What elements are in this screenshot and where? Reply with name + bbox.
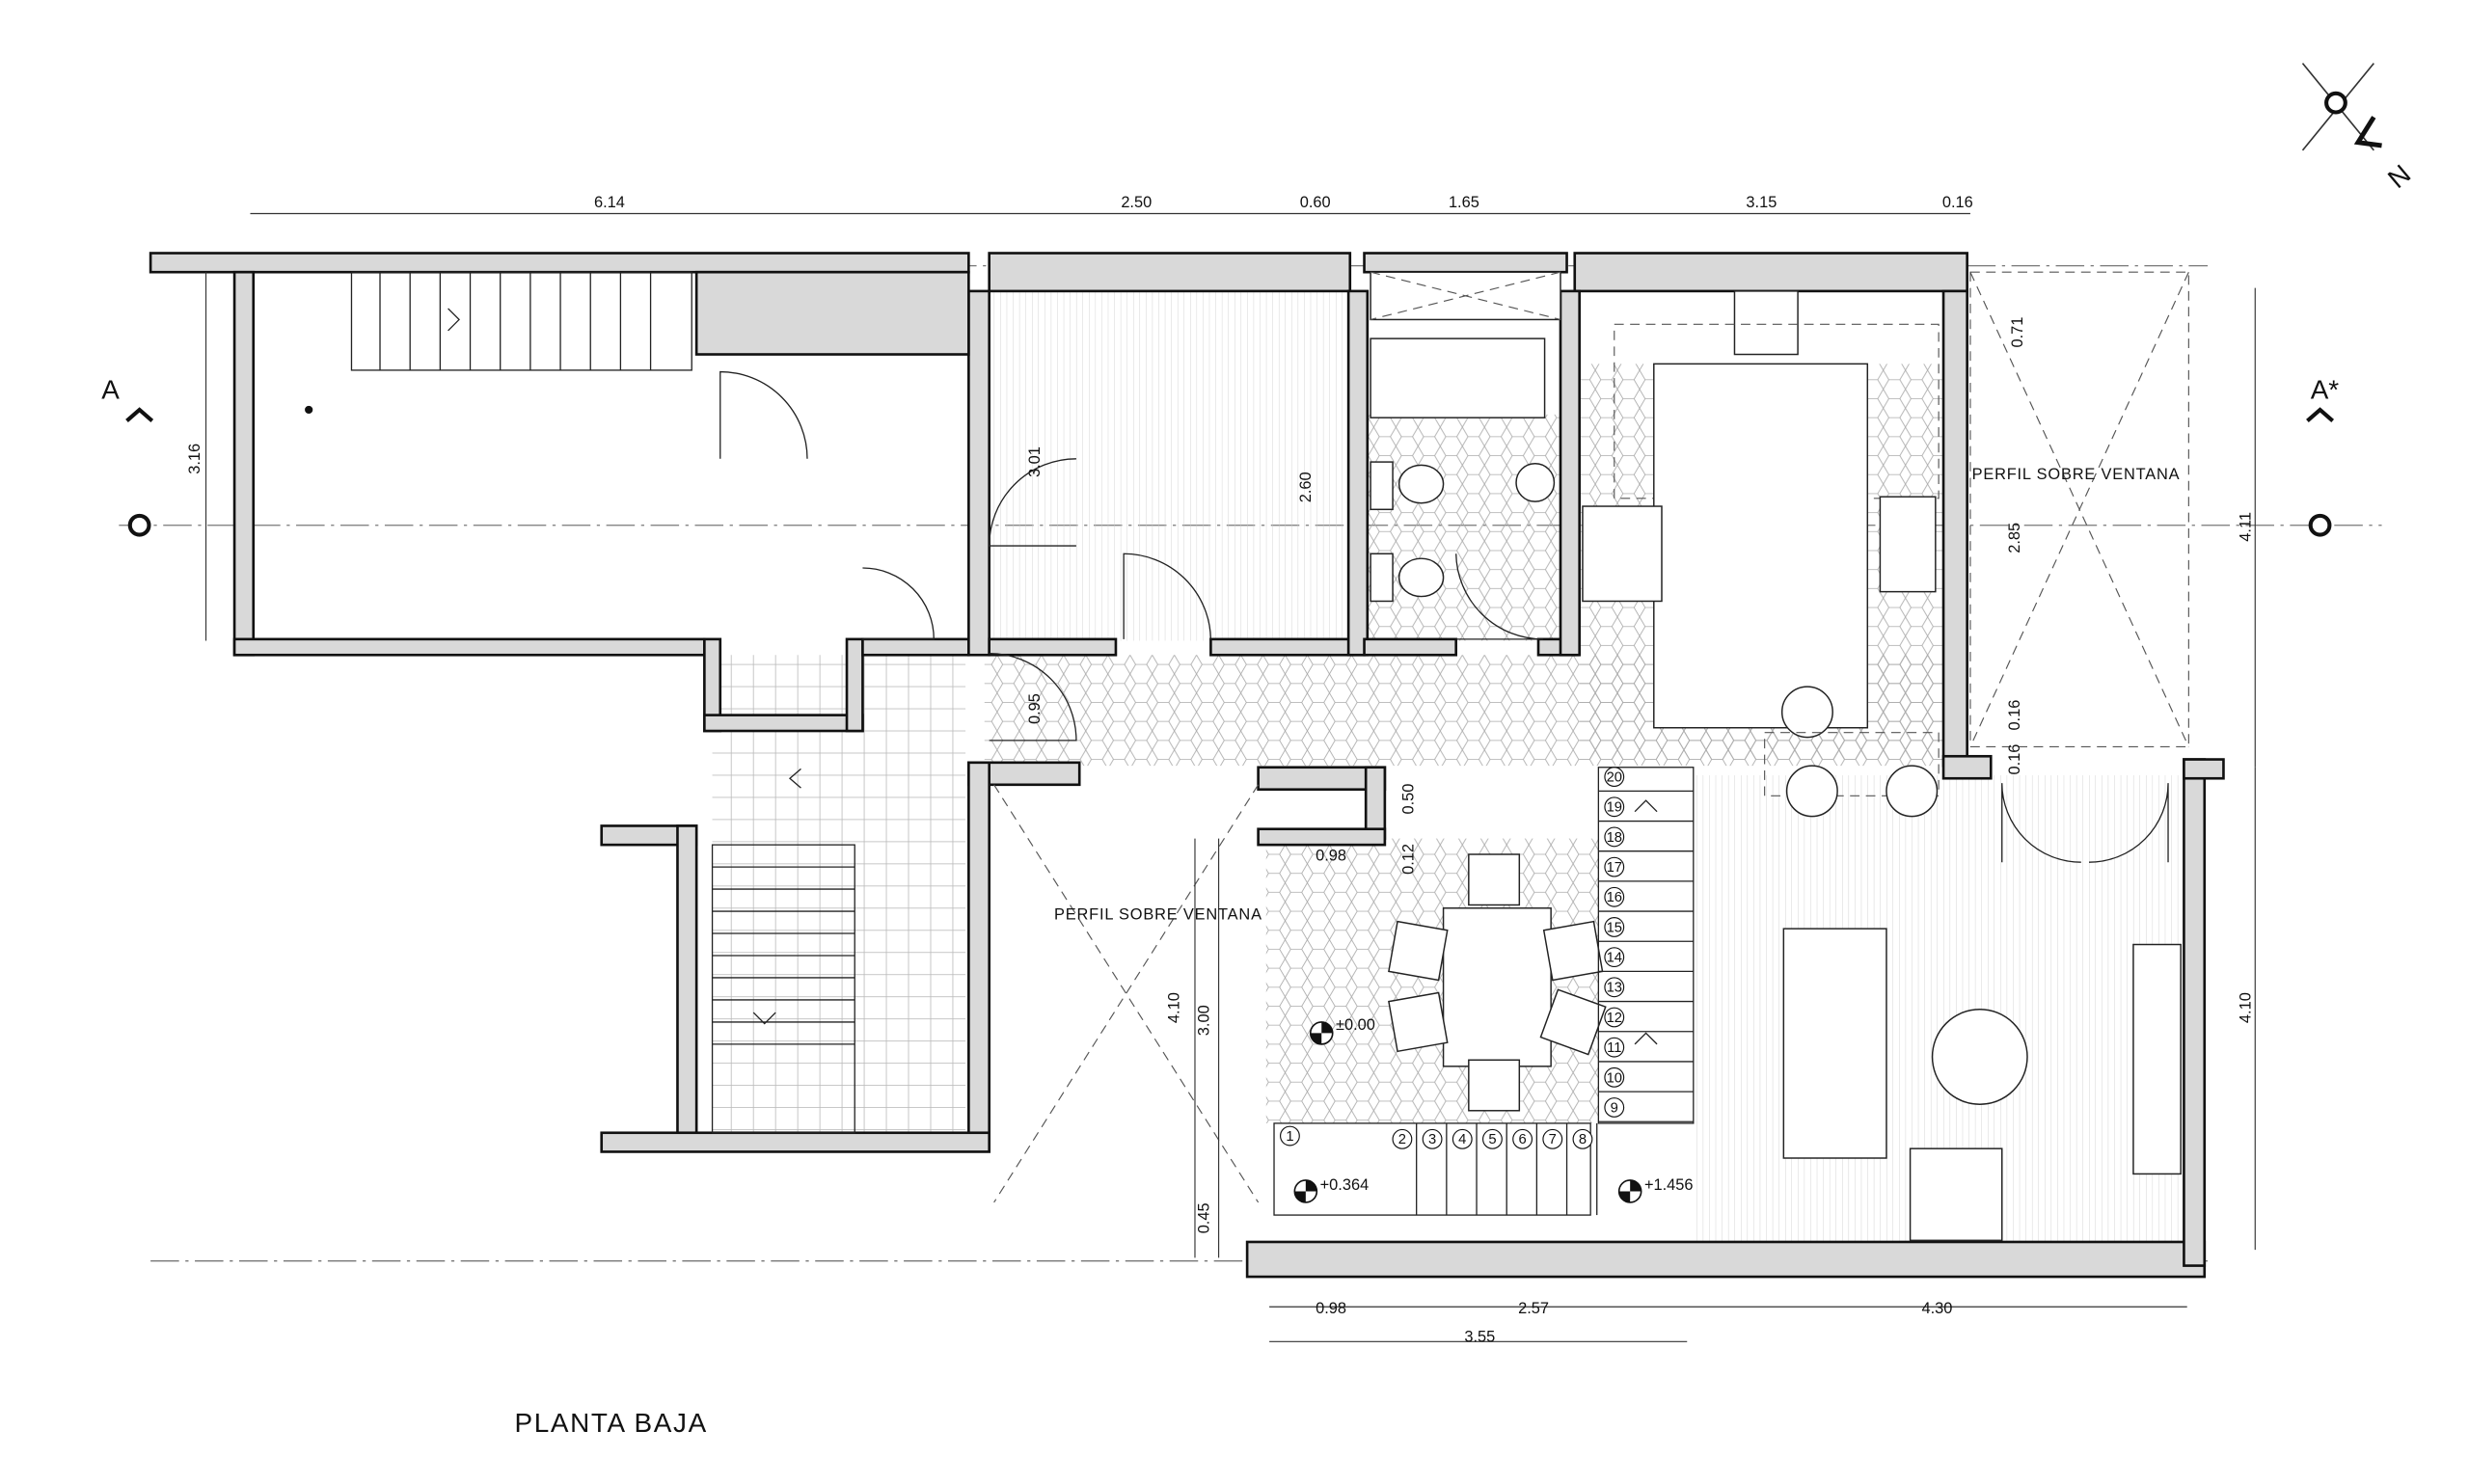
stair-number-circle bbox=[1452, 1128, 1473, 1149]
stair-number-circle bbox=[1604, 826, 1625, 848]
kitchen-fixtures bbox=[1582, 290, 1940, 818]
section-marker-right: A* bbox=[2306, 374, 2340, 537]
dim-top-3: 1.65 bbox=[1449, 194, 1479, 211]
section-marker-left: A bbox=[101, 374, 154, 537]
dim-living-410-right: 4.10 bbox=[2237, 992, 2254, 1023]
dim-nook-012: 0.12 bbox=[1399, 844, 1417, 875]
dim-hall-095: 0.95 bbox=[1026, 693, 1044, 724]
dimension-labels: 6.14 2.50 0.60 1.65 3.15 0.16 3.16 3.01 … bbox=[186, 194, 2254, 1345]
stair-number: 5 bbox=[1488, 1132, 1496, 1147]
dim-door-301: 3.01 bbox=[1026, 446, 1044, 477]
drawing-title: PLANTA BAJA bbox=[514, 1408, 707, 1438]
stair-number: 7 bbox=[1549, 1132, 1557, 1147]
stair-number: 19 bbox=[1607, 800, 1622, 816]
stair-number-circle bbox=[1604, 886, 1625, 907]
bedroom-floor bbox=[991, 290, 1349, 641]
stair-number: 9 bbox=[1611, 1100, 1618, 1116]
dim-top-2: 0.60 bbox=[1300, 194, 1331, 211]
dim-bottom-2: 4.30 bbox=[1922, 1300, 1953, 1317]
note-window-profile-center: PERFIL SOBRE VENTANA bbox=[1054, 905, 1262, 923]
stair-upper-left bbox=[305, 271, 692, 415]
stair-number: 14 bbox=[1607, 951, 1622, 966]
level-markers: ±0.00 +0.364 +1.456 bbox=[1293, 1016, 1694, 1203]
bathroom-floor bbox=[1367, 414, 1560, 641]
level-landing: +0.364 bbox=[1320, 1176, 1370, 1194]
stair-number: 6 bbox=[1519, 1132, 1527, 1147]
dim-right-071: 0.71 bbox=[2009, 317, 2026, 348]
stair-number-circle bbox=[1604, 1007, 1625, 1028]
stair-number: 3 bbox=[1428, 1132, 1436, 1147]
stair-number-circle bbox=[1604, 796, 1625, 818]
stair-number-circle bbox=[1604, 856, 1625, 877]
stair-number-circle bbox=[1604, 1066, 1625, 1088]
stair-number-circle bbox=[1280, 1125, 1300, 1147]
section-label-left: A bbox=[101, 374, 120, 404]
stair-entry bbox=[711, 768, 855, 1134]
dim-top-4: 3.15 bbox=[1746, 194, 1777, 211]
stair-number: 15 bbox=[1607, 920, 1622, 935]
stair-number-circle bbox=[1542, 1128, 1563, 1149]
stair-number: 13 bbox=[1607, 981, 1622, 996]
stair-number: 18 bbox=[1607, 830, 1622, 846]
dim-right-016a: 0.16 bbox=[2006, 700, 2023, 731]
dim-top-5: 0.16 bbox=[1942, 194, 1973, 211]
living-furniture bbox=[1782, 928, 2182, 1242]
stair-number: 4 bbox=[1458, 1132, 1466, 1147]
doors bbox=[719, 370, 2169, 863]
north-arrow-icon: N bbox=[2301, 63, 2416, 194]
level-dining: ±0.00 bbox=[1336, 1016, 1375, 1034]
dim-room-260: 2.60 bbox=[1297, 472, 1315, 502]
dim-top-0: 6.14 bbox=[594, 194, 625, 211]
stair-number: 20 bbox=[1607, 770, 1622, 786]
stair-number-circle bbox=[1512, 1128, 1533, 1149]
stair-number-circle bbox=[1422, 1128, 1443, 1149]
walls bbox=[149, 252, 2225, 1279]
level-stair-mid: +1.456 bbox=[1644, 1176, 1694, 1194]
stair-number-circle bbox=[1604, 917, 1625, 937]
stair-number-circle bbox=[1604, 1037, 1625, 1058]
stair-number: 2 bbox=[1398, 1132, 1406, 1147]
stair-number: 10 bbox=[1607, 1070, 1622, 1086]
stair-number: 1 bbox=[1286, 1129, 1293, 1145]
dim-bottom-1: 2.57 bbox=[1518, 1300, 1549, 1317]
dim-nook-050: 0.50 bbox=[1399, 784, 1417, 815]
stair-number: 16 bbox=[1607, 890, 1622, 905]
note-window-profile-right: PERFIL SOBRE VENTANA bbox=[1972, 466, 2181, 483]
dim-right-016b: 0.16 bbox=[2006, 744, 2023, 775]
dim-living-410-left: 4.10 bbox=[1166, 992, 1183, 1023]
bathroom-fixtures bbox=[1370, 271, 1561, 603]
stair-number: 12 bbox=[1607, 1011, 1622, 1026]
stair-number-circle bbox=[1604, 947, 1625, 968]
dim-bottom-045: 0.45 bbox=[1196, 1202, 1213, 1233]
dim-right-285: 2.85 bbox=[2006, 523, 2023, 553]
stair-number: 11 bbox=[1607, 1040, 1621, 1056]
stair-number-circle bbox=[1604, 1097, 1625, 1118]
section-label-right: A* bbox=[2311, 374, 2340, 404]
dim-living-300: 3.00 bbox=[1196, 1005, 1213, 1036]
stair-number-circle bbox=[1572, 1128, 1593, 1149]
dim-bottom-total: 3.55 bbox=[1464, 1328, 1495, 1345]
dim-top-1: 2.50 bbox=[1121, 194, 1152, 211]
stair-number-circle bbox=[1604, 767, 1625, 788]
dining-furniture bbox=[1388, 853, 1607, 1112]
stair-number-circle bbox=[1482, 1128, 1503, 1149]
dim-left-height: 3.16 bbox=[186, 444, 203, 474]
dim-nook-098: 0.98 bbox=[1316, 848, 1346, 865]
voids bbox=[993, 271, 2189, 1203]
stair-number-circle bbox=[1604, 977, 1625, 998]
entry-floor bbox=[712, 655, 966, 1133]
dim-right-411: 4.11 bbox=[2237, 512, 2254, 542]
stair-number: 8 bbox=[1579, 1132, 1587, 1147]
dim-bottom-0: 0.98 bbox=[1316, 1300, 1346, 1317]
stair-number-circle bbox=[1392, 1128, 1413, 1149]
north-label: N bbox=[2382, 158, 2416, 194]
stair-number: 17 bbox=[1607, 860, 1622, 876]
dimension-lines bbox=[204, 212, 2256, 1342]
